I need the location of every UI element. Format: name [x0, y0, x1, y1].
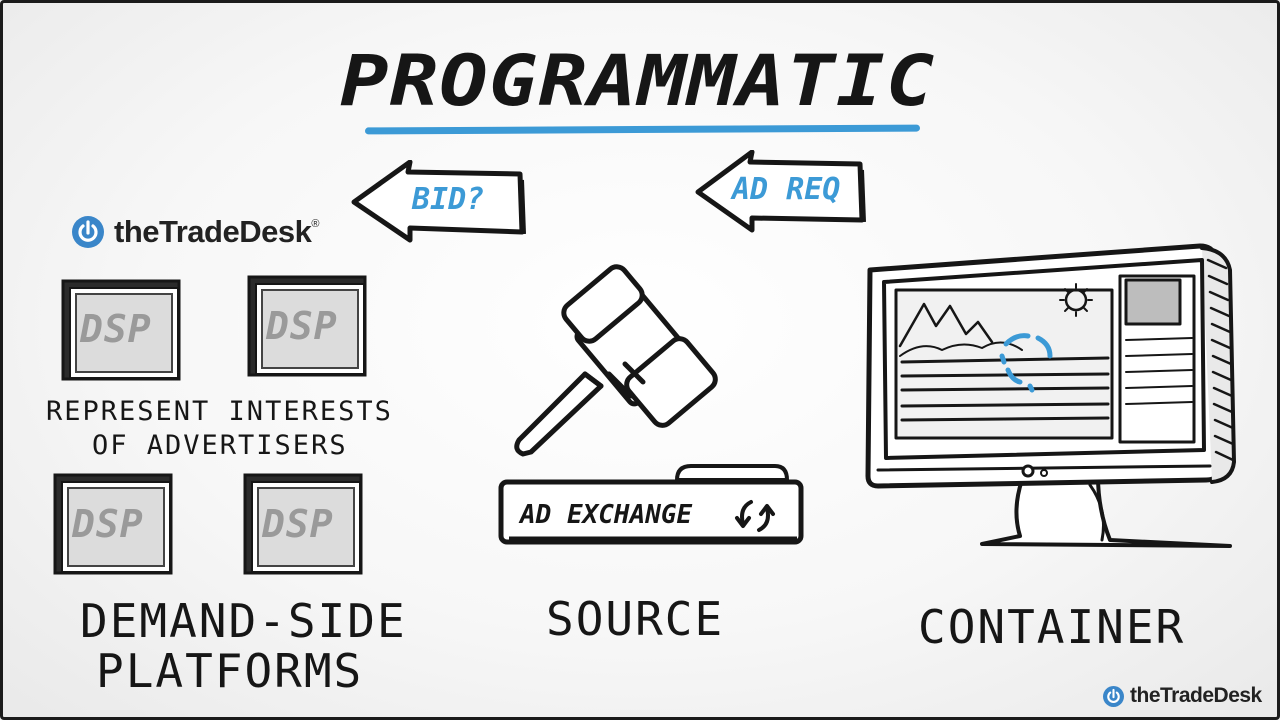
page-title: PROGRAMMATIC — [340, 40, 936, 122]
ad-exchange-block — [498, 464, 804, 545]
dsp-label: DSP — [80, 307, 152, 351]
power-logo-icon — [1103, 685, 1124, 707]
watermark-text: theTradeDesk — [1130, 684, 1262, 707]
refresh-icon — [735, 500, 775, 532]
ad-request-arrow-label: AD REQ — [732, 172, 841, 207]
demand-side-label-line2: PLATFORMS — [96, 644, 364, 698]
bid-arrow-label: BID? — [412, 182, 485, 217]
dsp-box — [53, 473, 173, 575]
brand-logo: theTradeDesk ® — [72, 214, 319, 250]
dsp-label: DSP — [72, 502, 144, 546]
demand-side-label-line1: DEMAND-SIDE — [80, 594, 407, 648]
source-label: SOURCE — [546, 592, 725, 646]
ad-request-arrow — [695, 150, 866, 233]
gavel-icon — [514, 264, 718, 457]
dsp-box — [243, 473, 363, 575]
dsp-caption-line1: REPRESENT INTERESTS — [46, 396, 393, 427]
bid-arrow — [351, 160, 526, 243]
dsp-box — [247, 275, 367, 377]
dsp-label: DSP — [262, 502, 334, 546]
container-label: CONTAINER — [918, 600, 1186, 654]
dsp-caption-line2: OF ADVERTISERS — [92, 430, 348, 461]
monitor-icon — [865, 243, 1236, 548]
dsp-box — [61, 279, 181, 381]
brand-name: theTradeDesk — [114, 214, 312, 249]
brand-watermark: theTradeDesk — [1103, 684, 1262, 708]
dsp-label: DSP — [266, 304, 338, 348]
power-logo-icon — [72, 216, 104, 248]
brand-registered-mark: ® — [311, 218, 319, 230]
ad-exchange-label: AD EXCHANGE — [520, 500, 693, 530]
